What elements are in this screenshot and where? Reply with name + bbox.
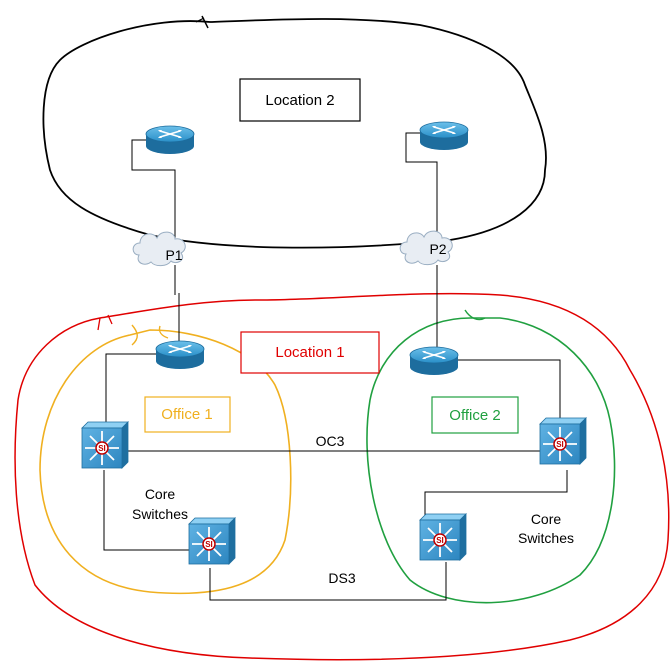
left-core-label-line2: Switches — [132, 506, 188, 522]
links — [103, 132, 568, 601]
location2-label: Location 2 — [265, 92, 334, 109]
multilayer-switch-icon — [188, 517, 236, 565]
office1-label: Office 1 — [161, 406, 212, 423]
location1-label-box — [240, 331, 380, 374]
office2-label: Office 2 — [449, 407, 500, 424]
p1-label: P1 — [165, 247, 182, 263]
router-icon — [419, 121, 469, 151]
left-core-label-line1: Core — [145, 486, 176, 502]
router-icon — [409, 346, 459, 376]
router-icon — [155, 340, 205, 370]
location2-boundary — [42, 18, 547, 249]
location1-label: Location 1 — [275, 344, 344, 361]
right-core-label-line1: Core — [531, 511, 562, 527]
multilayer-switch-icon — [81, 421, 129, 469]
p2-label: P2 — [429, 241, 446, 257]
oc3-label: OC3 — [316, 433, 345, 449]
multilayer-switch-icon — [539, 417, 587, 465]
office2-label-box — [431, 396, 519, 434]
location1-boundary — [14, 292, 670, 661]
location2-label-box — [239, 78, 361, 122]
router-icon — [145, 125, 195, 155]
ds3-label: DS3 — [328, 570, 355, 586]
multilayer-switch-icon — [419, 513, 467, 561]
office2-boundary — [366, 317, 616, 604]
right-core-label-line2: Switches — [518, 530, 574, 546]
office1-label-box — [144, 396, 231, 433]
